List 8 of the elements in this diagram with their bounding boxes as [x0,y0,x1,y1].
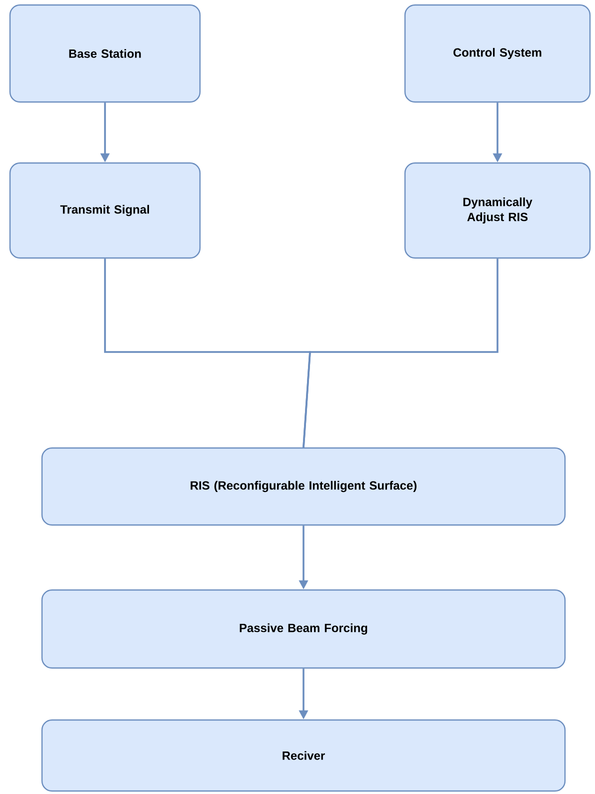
process-box: Base Station [9,4,201,103]
process-box: Passive Beam Forcing [41,589,566,669]
process-box: RIS (Reconfigurable Intelligent Surface) [41,447,566,526]
process-box: Control System [404,4,591,103]
process-box: Transmit Signal [9,162,201,259]
process-box: Reciver [41,719,566,792]
process-box: Dynamically Adjust RIS [404,162,591,259]
connector [302,258,498,448]
